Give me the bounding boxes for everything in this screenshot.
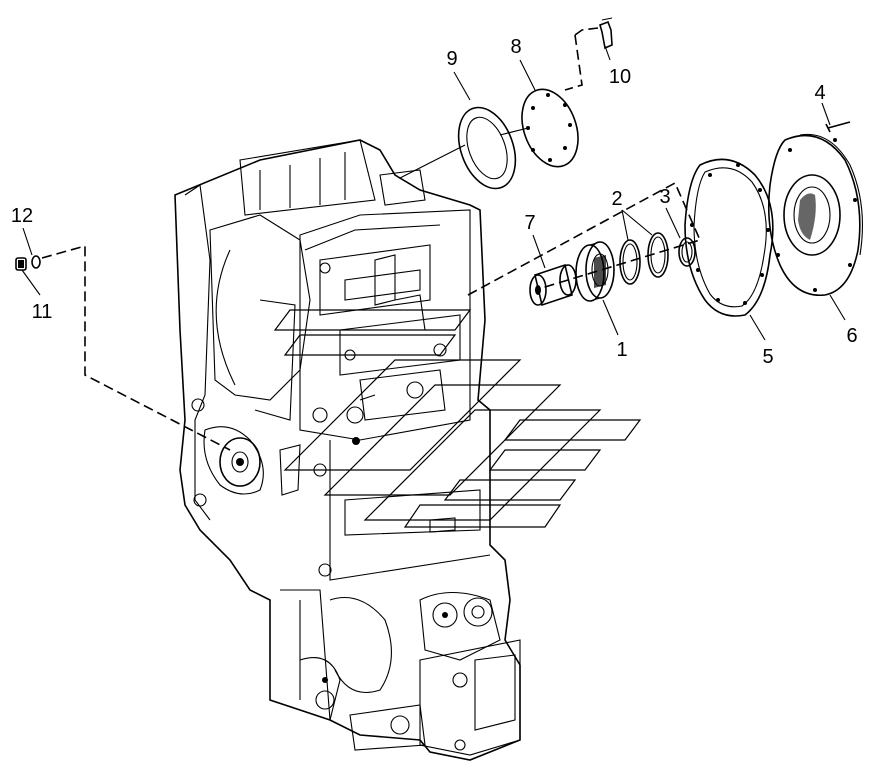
callout-labels: 1 2 3 4 5 6 7 8 9 10 11 12: [11, 36, 858, 368]
gasket-9: [457, 106, 517, 190]
callout-10: 10: [609, 66, 631, 88]
sleeve-7: [529, 263, 577, 307]
callout-9: 9: [446, 48, 457, 70]
callout-5: 5: [762, 346, 773, 368]
transmission-housing: [174, 139, 521, 761]
plug-11-12: [15, 255, 41, 271]
bearing-1: [575, 241, 615, 302]
callout-2: 2: [611, 188, 622, 210]
snap-rings-2: [619, 232, 669, 285]
o-ring-3: [678, 237, 696, 267]
callout-6: 6: [846, 325, 857, 347]
callout-12: 12: [11, 205, 33, 227]
callout-1: 1: [616, 339, 627, 361]
callout-4: 4: [814, 82, 825, 104]
bolt-4: [825, 121, 851, 133]
gasket-5: [684, 158, 774, 317]
screw-10: [599, 17, 613, 50]
cover-6: [768, 133, 864, 296]
assembly-lines: [41, 27, 702, 451]
callout-11: 11: [32, 301, 53, 323]
cover-plate-8: [521, 88, 579, 168]
callout-3: 3: [659, 186, 670, 208]
callout-leaders: [21, 45, 846, 341]
callout-8: 8: [510, 36, 521, 58]
callout-7: 7: [524, 212, 535, 234]
